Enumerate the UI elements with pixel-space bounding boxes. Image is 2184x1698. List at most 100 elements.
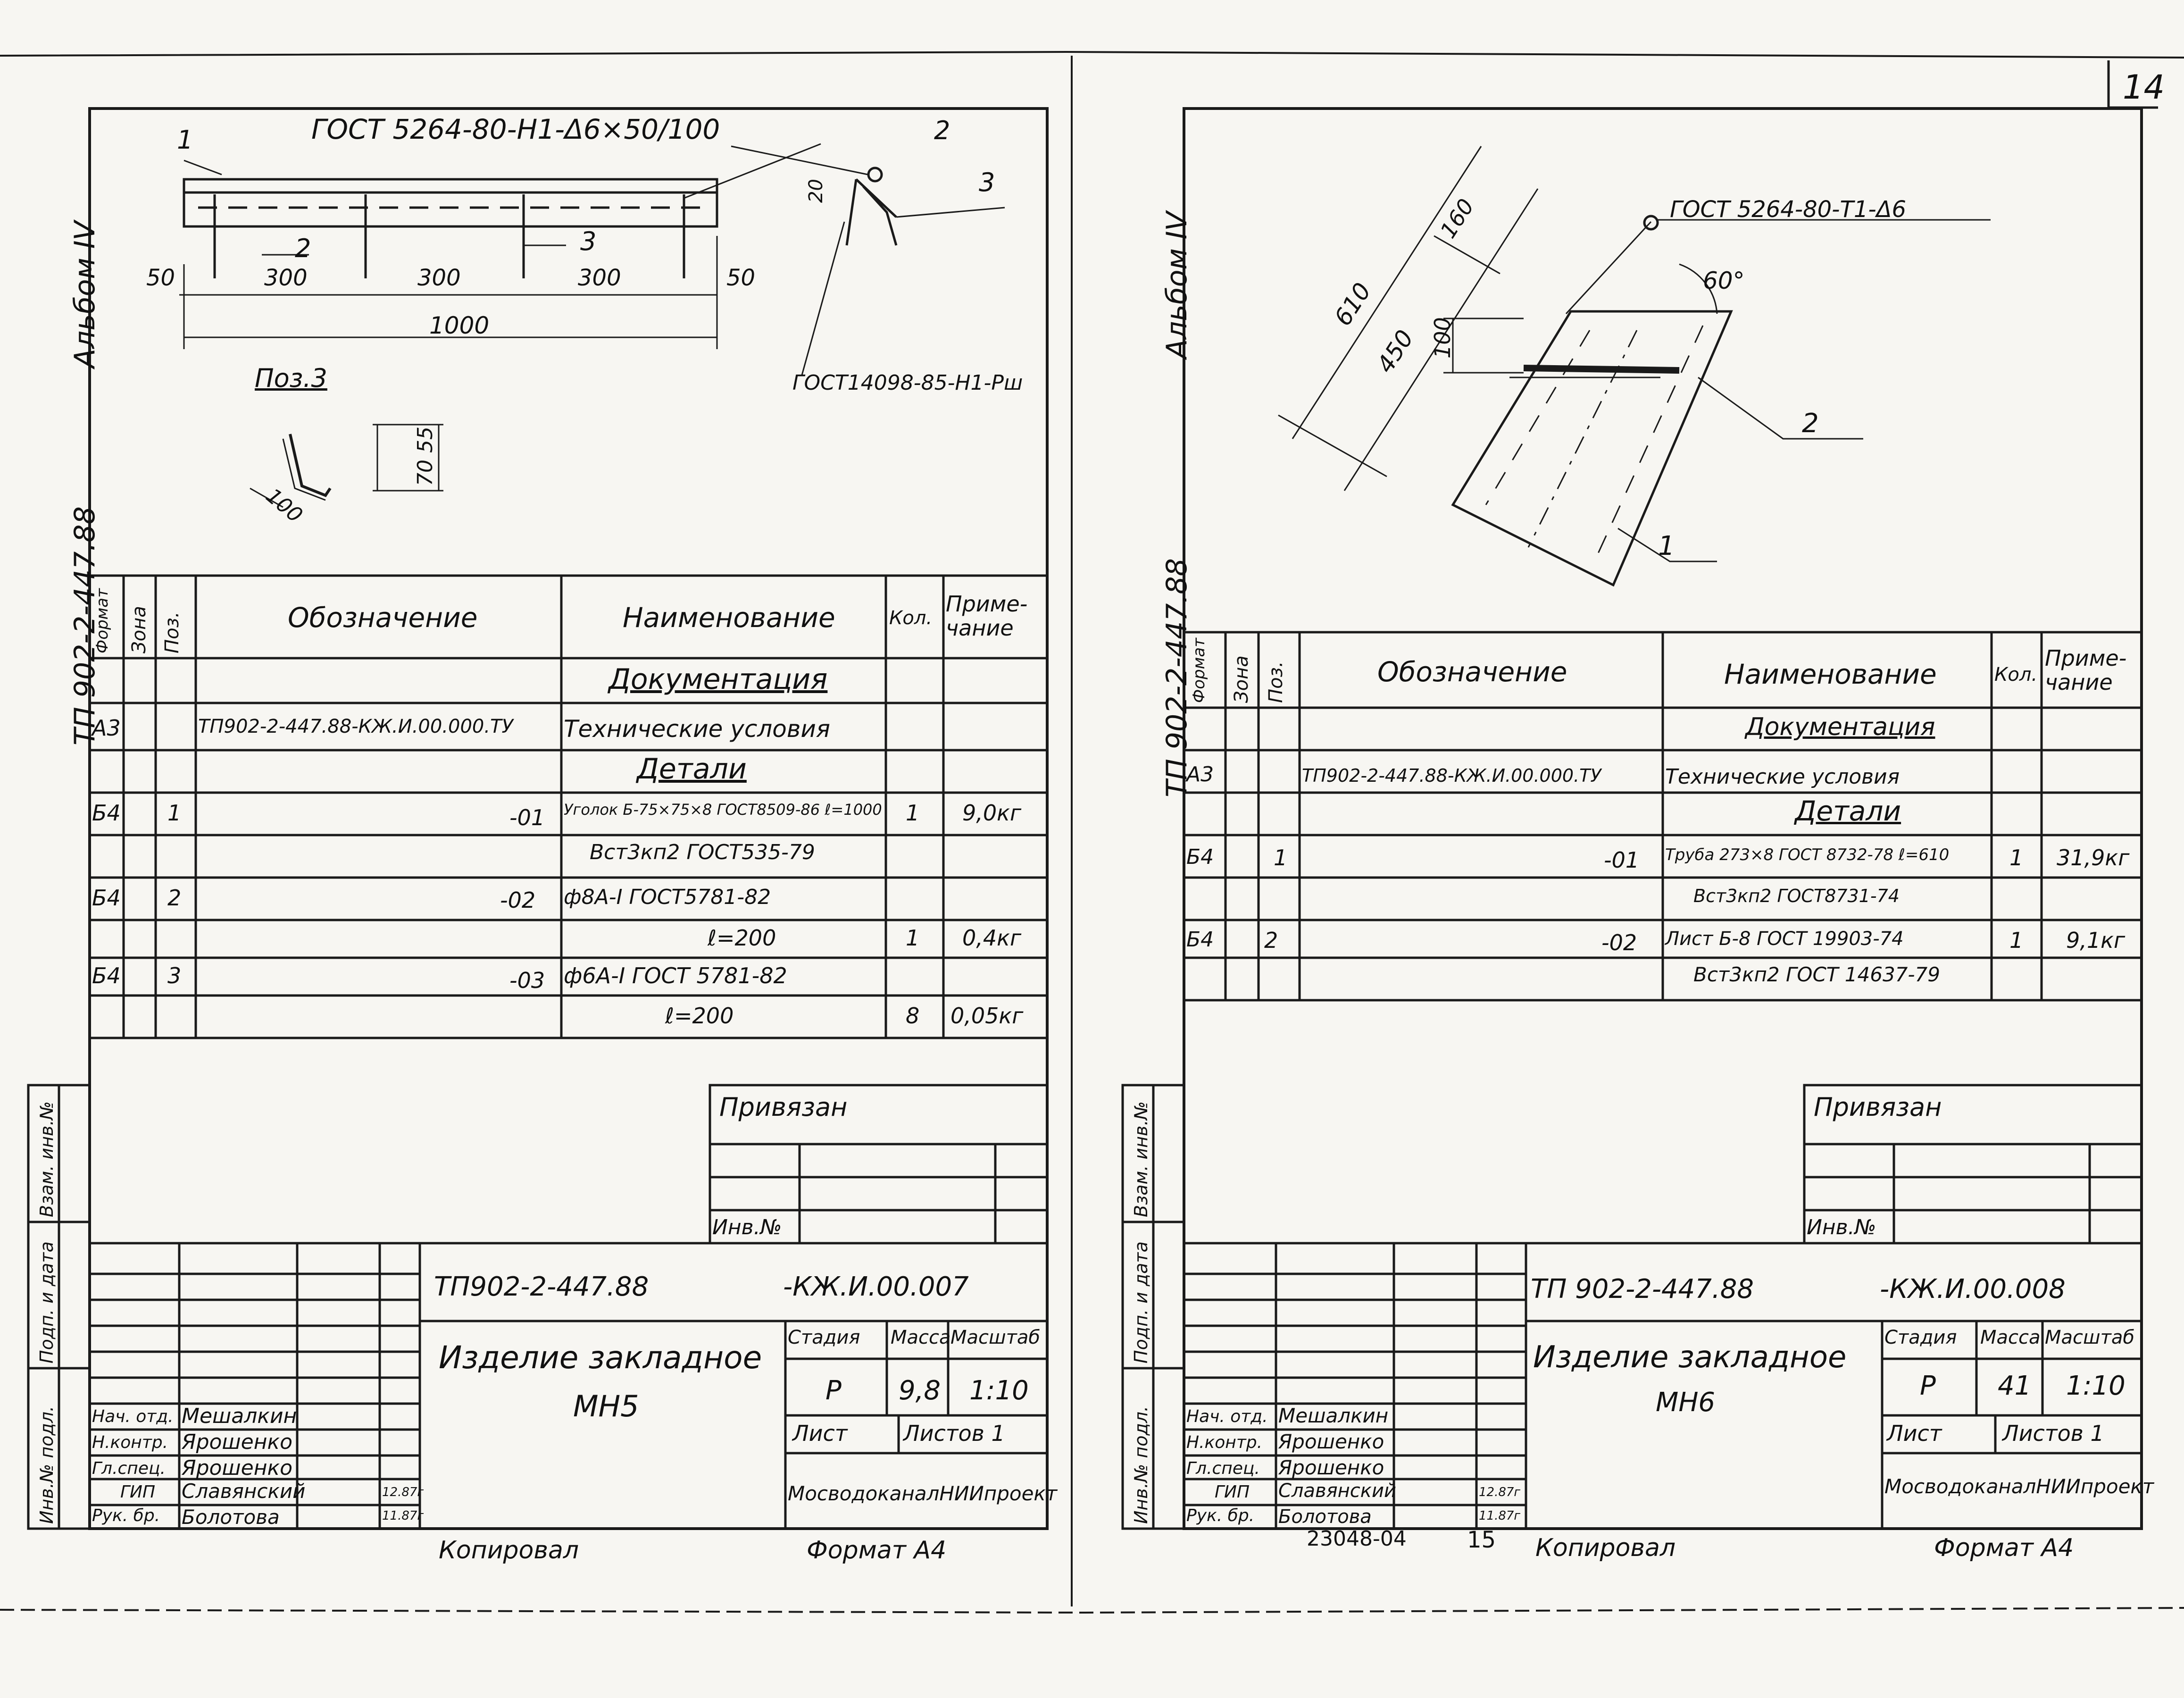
pos-label: 1 [1658,531,1675,561]
footer-format: Формат А4 [1934,1534,2074,1562]
cell-format: Б4 [92,963,121,988]
stamp-title: Изделие закладное [1533,1340,1847,1375]
footer-number: 23048-04 [1307,1527,1407,1551]
col-header-zone: Зона [1231,655,1252,703]
dim-label: 55 [413,427,437,453]
massa-value: 41 [1998,1371,2032,1401]
col-header-name: Наименование [623,602,835,634]
cell-name: Лист Б-8 ГОСТ 19903-74 [1665,928,1904,950]
pipe-embed-drawing [1278,146,1991,587]
cell-designation: ТП902-2-447.88-КЖ.И.00.000.ТУ [198,716,513,737]
cell-name: Труба 273×8 ГОСТ 8732-78 ℓ=610 [1665,845,1950,864]
dim-label: 50 [726,265,756,291]
inv-no-label: Инв.№ [1807,1215,1876,1239]
org-name: МосводоканалНИИпроект [1884,1475,2154,1498]
cell-pos: 2 [167,885,182,911]
angle-label: 60° [1703,267,1745,294]
org-name: МосводоканалНИИпроект [788,1482,1058,1505]
person-role: Нач. отд. [92,1407,174,1426]
pos-label: 2 [934,116,950,145]
pos-label: 3 [979,167,995,197]
col-header-designation: Обозначение [1377,656,1567,688]
person-name: Ярошенко [1278,1456,1384,1479]
corner-page-number: 14 [2123,68,2165,107]
cell-qty: 8 [906,1003,920,1029]
cell-pos: 3 [167,963,182,988]
person-role: Гл.спец. [92,1459,166,1478]
col-header-pos: Поз. [161,611,183,653]
person-role: ГИП [1215,1482,1250,1502]
side-cell: Подп. и дата [36,1241,57,1363]
stamp-code-suffix: -КЖ.И.00.007 [783,1271,969,1302]
section-title: Документация [1745,713,1935,741]
col-header-pos: Поз. [1265,661,1287,703]
massa-label: Масса [891,1327,951,1348]
side-cell: Инв.№ подл. [36,1405,57,1524]
col-header-format: Формат [1190,638,1209,703]
list-label: Лист [1887,1421,1942,1446]
listov-label: Листов 1 [2002,1421,2104,1446]
col-header-qty: Кол. [889,607,933,629]
pos-label: 3 [580,226,597,256]
person-role: Нач. отд. [1186,1407,1268,1426]
section-title: Детали [1795,795,1901,827]
cell-note: 9,1кг [2066,928,2126,953]
footer-format: Формат А4 [807,1536,947,1564]
cell-format: А3 [92,715,121,741]
person-name: Ярошенко [182,1430,293,1454]
stamp-code-suffix: -КЖ.И.00.008 [1880,1274,2066,1305]
stamp-subtitle: МН6 [1656,1387,1716,1418]
cell-designation: ТП902-2-447.88-КЖ.И.00.000.ТУ [1302,765,1601,786]
dim-label: 20 [805,179,827,203]
person-name: Славянский [182,1480,306,1503]
cell-format: Б4 [92,885,121,911]
cell-name: ℓ=200 [665,1003,734,1029]
massa-value: 9,8 [899,1375,941,1406]
person-date: 12.87г [1479,1485,1521,1499]
stamp-code: ТП902-2-447.88 [434,1271,649,1302]
person-role: ГИП [120,1482,156,1502]
privyazan-label: Привязан [719,1092,848,1122]
col-header-note: Приме- чание [946,591,1028,641]
cell-pos: 2 [1264,928,1278,953]
stadiya-value: Р [825,1375,842,1406]
person-name: Болотова [182,1506,280,1529]
person-role: Н.контр. [1186,1433,1263,1452]
dim-label: 300 [264,265,308,291]
cell-designation: -01 [509,805,545,830]
cell-name: Вст3кп2 ГОСТ535-79 [590,840,815,864]
massa-label: Масса [1980,1327,2041,1348]
weld-callout-left: ГОСТ 5264-80-Н1-Δ6×50/100 [311,113,720,145]
pos3-title: Поз.3 [255,363,327,393]
side-cell: Инв.№ подл. [1131,1405,1151,1524]
person-name: Мешалкин [182,1404,297,1428]
dim-label: 300 [417,265,461,291]
dim-label: 300 [578,265,621,291]
footer-page: 15 [1467,1527,1496,1553]
weld-callout-right: ГОСТ 5264-80-Т1-Δ6 [1670,196,1907,223]
cell-note: 31,9кг [2057,845,2130,870]
col-header-name: Наименование [1724,658,1937,690]
dim-label: 1000 [429,312,490,339]
person-role: Гл.спец. [1186,1459,1260,1478]
person-name: Мешалкин [1278,1404,1389,1427]
cell-name: ℓ=200 [708,925,776,951]
angle-embed-drawing [179,143,1005,508]
person-name: Болотова [1278,1506,1372,1528]
col-header-designation: Обозначение [288,602,478,634]
side-code-right: ТП 902-2-447.88 [1160,558,1193,797]
cell-qty: 1 [2009,845,2024,870]
col-header-zone: Зона [128,606,150,653]
section-title: Детали [637,753,747,786]
person-date: 11.87г [1479,1509,1521,1523]
stamp-subtitle: МН5 [573,1389,639,1423]
cell-designation: -01 [1604,847,1640,873]
stadiya-label: Стадия [788,1327,860,1348]
cell-designation: -03 [509,968,545,993]
cell-pos: 1 [167,800,182,826]
section-title: Документация [609,663,828,696]
cell-name: Уголок Б-75×75×8 ГОСТ8509-86 ℓ=1000 [564,801,882,819]
stadiya-label: Стадия [1884,1327,1957,1348]
person-role: Рук. бр. [1186,1506,1255,1525]
cell-name: ф6А-I ГОСТ 5781-82 [564,963,787,988]
